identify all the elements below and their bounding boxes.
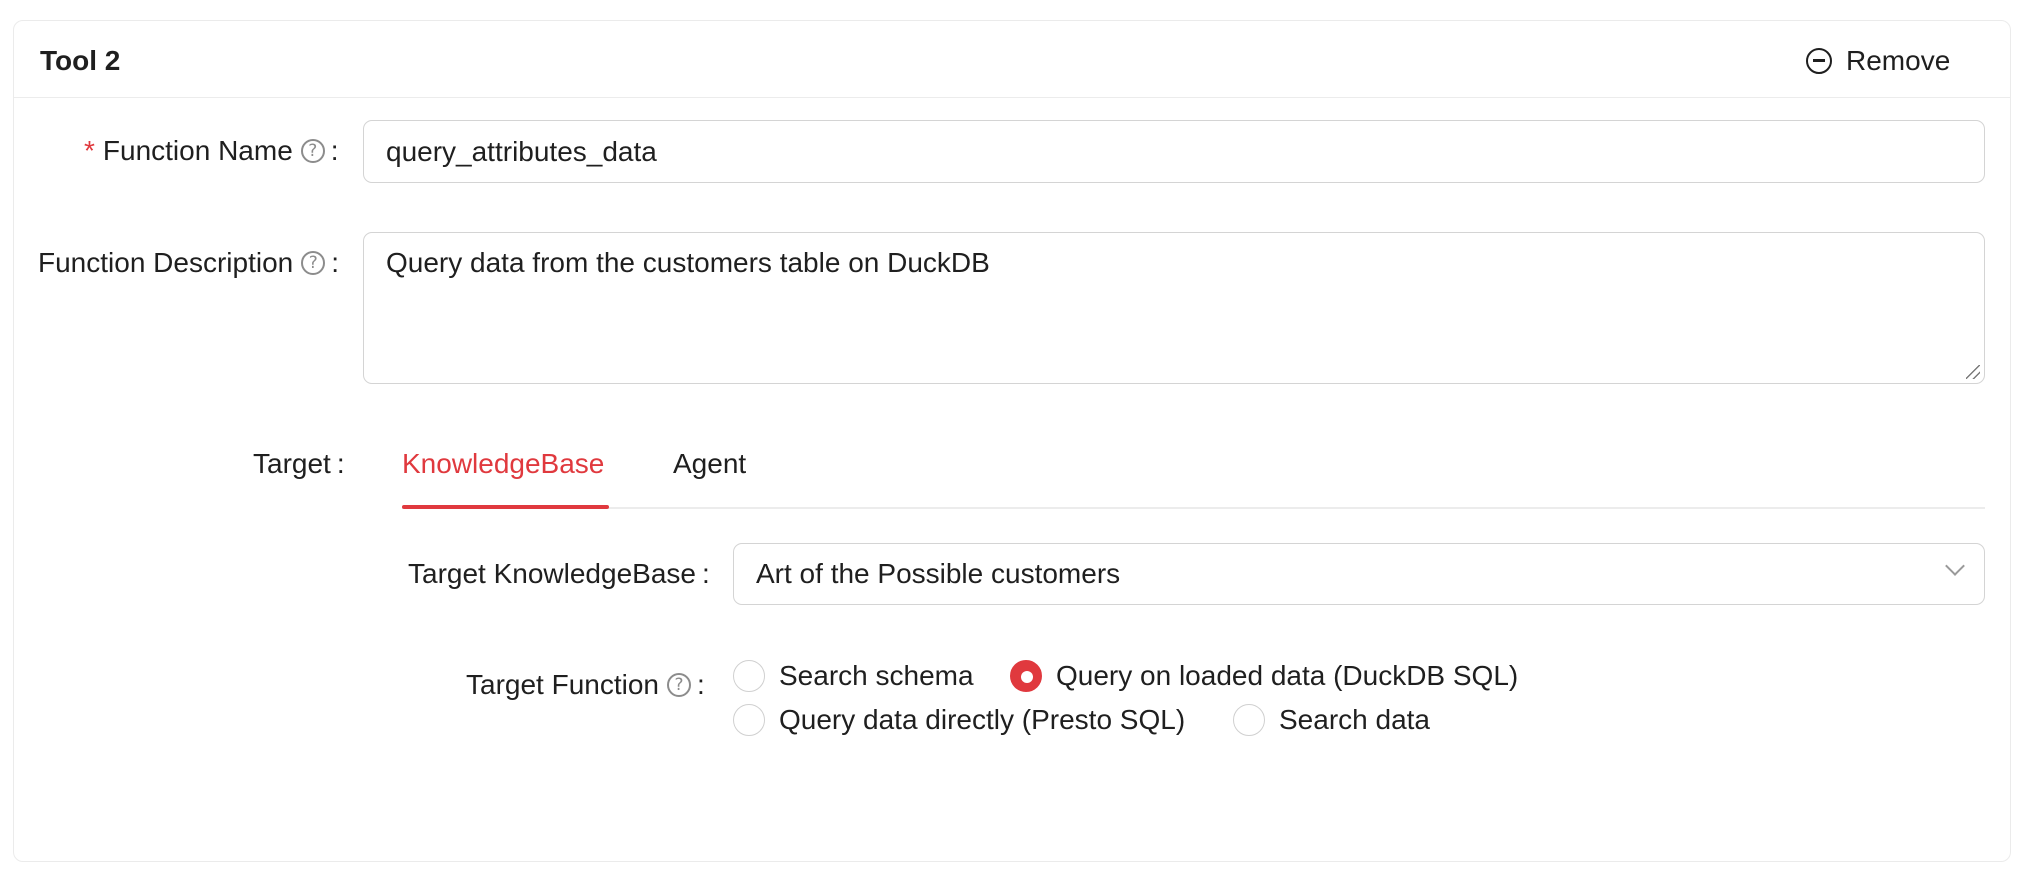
- radio-label: Search schema: [779, 660, 974, 691]
- radio-circle: [733, 704, 765, 736]
- remove-label: Remove: [1846, 45, 1951, 76]
- tab-knowledgebase[interactable]: KnowledgeBase: [402, 448, 605, 479]
- label-colon: :: [336, 448, 345, 479]
- function-name-label: * Function Name ? :: [84, 134, 339, 168]
- target-label: Target :: [253, 447, 345, 481]
- radio-label: Query data directly (Presto SQL): [779, 704, 1186, 735]
- question-circle-icon[interactable]: ?: [300, 139, 325, 163]
- function-description-label: Function Description ? :: [38, 246, 339, 280]
- function-description-label-text: Function Description: [38, 247, 294, 278]
- radio-query-loaded-data[interactable]: Query on loaded data (DuckDB SQL): [1010, 660, 1518, 692]
- target-knowledgebase-select[interactable]: Art of the Possible customers: [733, 543, 1985, 605]
- card-title: Tool 2: [40, 45, 121, 76]
- function-description-textarea[interactable]: Query data from the customers table on D…: [363, 232, 1985, 384]
- target-label-text: Target: [253, 448, 331, 479]
- radio-circle: [733, 660, 765, 692]
- radio-query-data-directly[interactable]: Query data directly (Presto SQL): [733, 704, 1185, 736]
- target-function-label: Target Function ? :: [466, 668, 705, 702]
- label-colon: :: [701, 558, 710, 589]
- radio-circle: [1233, 704, 1265, 736]
- radio-search-schema[interactable]: Search schema: [733, 660, 974, 692]
- radio-circle-checked: [1010, 660, 1042, 692]
- target-function-label-text: Target Function: [466, 669, 659, 700]
- question-circle-icon[interactable]: ?: [301, 251, 326, 275]
- radio-label: Search data: [1279, 704, 1430, 735]
- radio-label: Query on loaded data (DuckDB SQL): [1056, 660, 1519, 691]
- target-knowledgebase-value: Art of the Possible customers: [756, 558, 1121, 589]
- remove-button[interactable]: Remove: [1806, 43, 1950, 79]
- target-knowledgebase-label: Target KnowledgeBase :: [408, 557, 710, 591]
- tabs-divider: [402, 507, 1985, 509]
- tab-agent[interactable]: Agent: [673, 448, 747, 479]
- function-name-input[interactable]: query_attributes_data: [363, 120, 1985, 183]
- question-circle-icon[interactable]: ?: [667, 673, 691, 697]
- label-colon: :: [697, 669, 705, 700]
- function-name-value: query_attributes_data: [386, 135, 657, 167]
- chevron-down-icon: [1945, 556, 1965, 576]
- minus-circle-icon: [1806, 48, 1832, 74]
- function-description-value: Query data from the customers table on D…: [386, 247, 990, 278]
- target-knowledgebase-label-text: Target KnowledgeBase: [408, 558, 696, 589]
- active-tab-indicator: [402, 505, 609, 509]
- label-colon: :: [331, 247, 340, 278]
- radio-search-data[interactable]: Search data: [1233, 704, 1430, 736]
- function-name-label-text: Function Name: [102, 135, 293, 166]
- label-colon: :: [330, 135, 339, 166]
- resize-handle-icon[interactable]: [1966, 365, 1980, 379]
- card-header: Tool 2 Remove: [14, 21, 2010, 98]
- required-mark: *: [84, 135, 95, 166]
